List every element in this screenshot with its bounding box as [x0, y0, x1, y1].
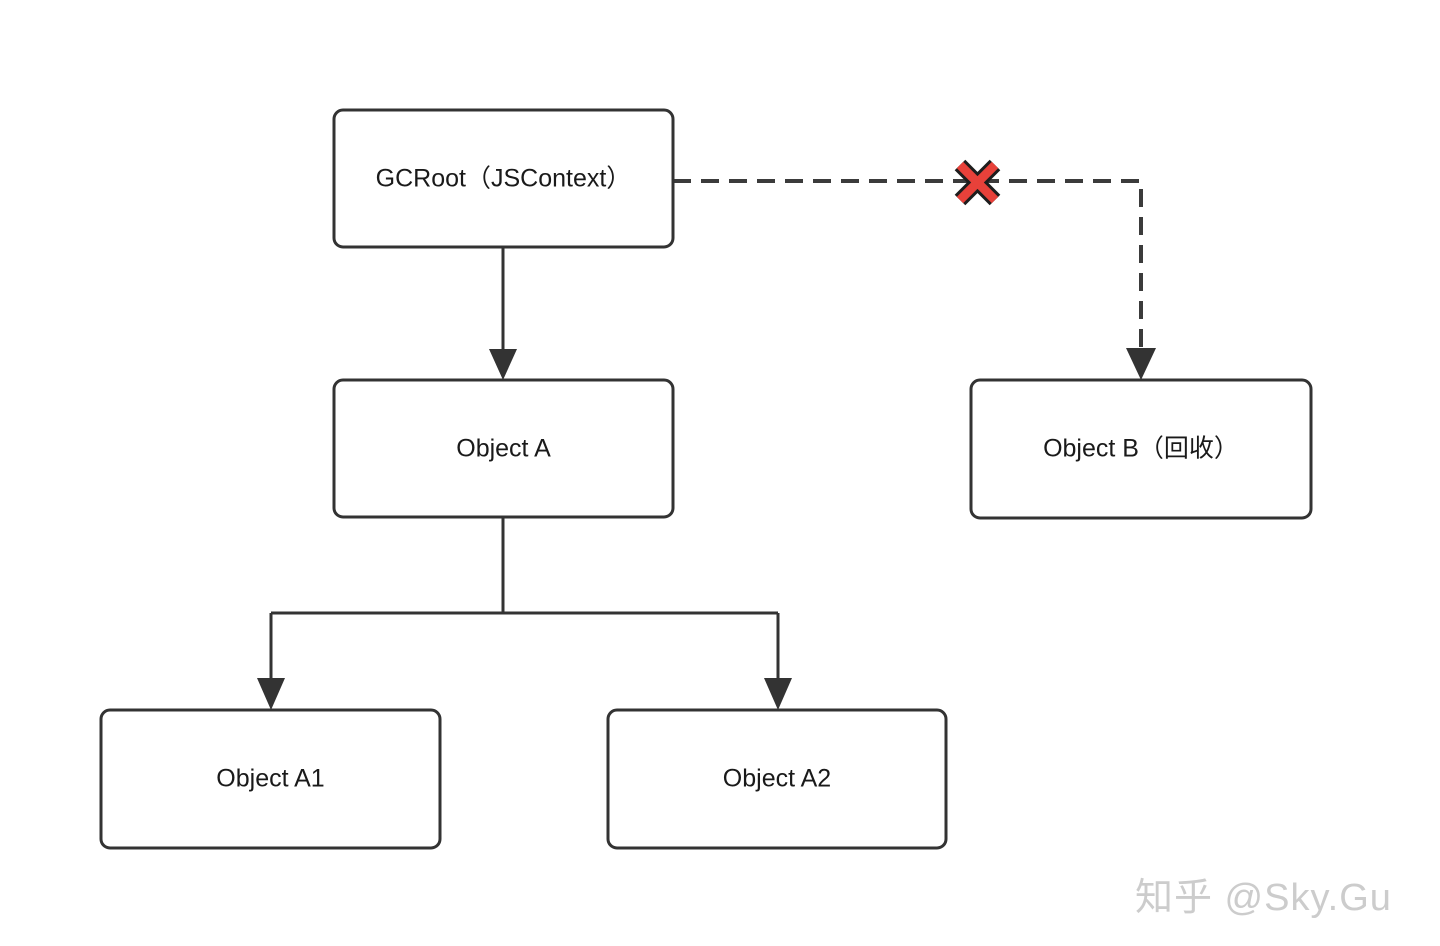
node-object-b[interactable]: Object B（回收）	[969, 378, 1313, 520]
arrowhead-icon-object-a2	[764, 678, 792, 710]
node-gcroot-shape[interactable]	[332, 108, 675, 249]
arrowhead-icon-object-b	[1126, 348, 1156, 380]
edge-object-a-to-children	[257, 517, 792, 710]
arrowhead-icon-object-a	[489, 349, 517, 380]
node-object-b-label: Object B（回收）	[1043, 435, 1239, 463]
red-cross-icon	[954, 159, 1001, 206]
node-object-a1-shape[interactable]	[99, 708, 442, 850]
node-object-a-label: Object A	[456, 435, 551, 463]
node-object-a-shape[interactable]	[332, 378, 675, 519]
node-object-a1-label: Object A1	[216, 765, 324, 793]
node-gcroot[interactable]: GCRoot（JSContext）	[332, 108, 675, 249]
edge-gcroot-to-object-b	[673, 179, 1156, 380]
node-object-a2-label: Object A2	[723, 765, 831, 793]
watermark: 知乎 @Sky.Gu	[1135, 877, 1392, 919]
node-object-a2-shape[interactable]	[606, 708, 948, 850]
node-object-a2[interactable]: Object A2	[606, 708, 948, 850]
edge-path-gcroot-object-b	[673, 179, 1143, 356]
edge-gcroot-to-object-a	[489, 247, 517, 380]
node-object-b-shape[interactable]	[969, 378, 1313, 520]
node-object-a1[interactable]: Object A1	[99, 708, 442, 850]
node-gcroot-label: GCRoot（JSContext）	[376, 165, 632, 193]
arrowhead-icon-object-a1	[257, 678, 285, 710]
node-object-a[interactable]: Object A	[332, 378, 675, 519]
